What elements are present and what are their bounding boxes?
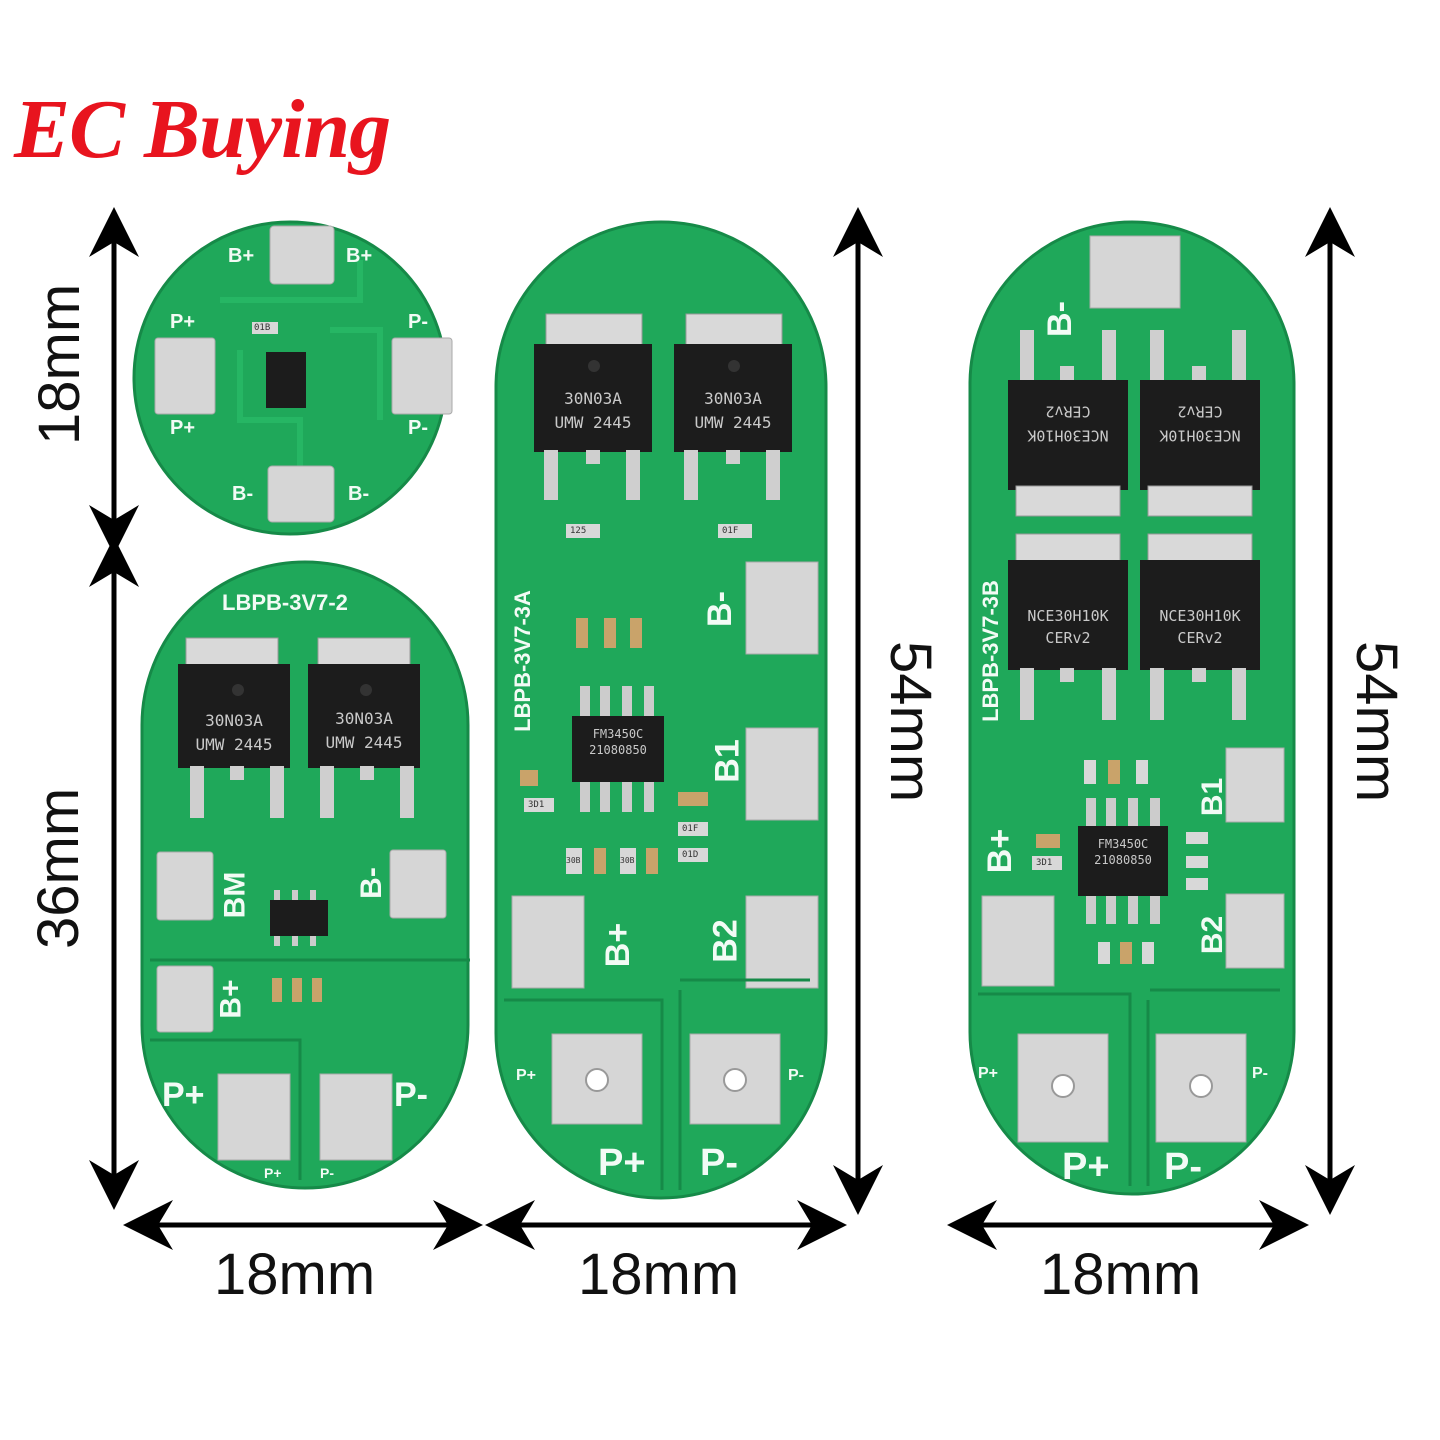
board3b-res1: 3D1 xyxy=(1036,858,1053,868)
board3a-res1: 125 xyxy=(570,526,587,536)
board2-label-p-plus-small: P+ xyxy=(264,1165,282,1181)
board3b-mosfet-bot2-line1: NCE30H10K xyxy=(1159,607,1241,625)
board-round xyxy=(132,220,453,536)
board3a-label-b2: B2 xyxy=(706,919,745,963)
board2-label-bm: BM xyxy=(218,871,252,919)
board3a-label-p-minus: P- xyxy=(700,1142,738,1184)
dim-width-2: 18mm xyxy=(578,1242,740,1307)
board3a-mosfet2-line2: UMW 2445 xyxy=(694,413,772,432)
dim-width-1: 18mm xyxy=(214,1242,376,1307)
pad-b-minus xyxy=(267,465,335,523)
board3a-mosfet1-line1: 30N03A xyxy=(564,389,622,408)
board2-label-p-minus-small: P- xyxy=(320,1165,334,1181)
board3a-label-p-plus-small: P+ xyxy=(516,1067,537,1084)
board3b-mosfet-bot1-line1: NCE30H10K xyxy=(1027,607,1109,625)
board2-mosfet1-line2: UMW 2445 xyxy=(195,735,273,754)
board3b-model: LBPB-3V7-3B xyxy=(977,580,1003,722)
board2-label-b-plus: B+ xyxy=(214,979,248,1019)
board3a-res5: 01D xyxy=(682,850,699,860)
board3a-label-b1: B1 xyxy=(708,739,747,783)
board3b-ic-line2: 21080850 xyxy=(1094,853,1152,867)
round-label-p-minus-br: P- xyxy=(408,417,428,439)
pad-p-minus xyxy=(391,337,453,415)
board2-label-b-minus: B- xyxy=(354,867,388,899)
board3b-label-p-minus-small: P- xyxy=(1252,1065,1268,1082)
board3b-label-b1: B1 xyxy=(1196,777,1230,817)
board-3b xyxy=(968,220,1296,1196)
round-label-p-plus-tl: P+ xyxy=(170,311,196,333)
board3a-label-b-minus: B- xyxy=(700,591,739,627)
board3b-label-b-minus: B- xyxy=(1040,301,1079,337)
board3b-ic-line1: FM3450C xyxy=(1097,837,1149,851)
round-label-b-plus-r: B+ xyxy=(346,245,373,267)
round-label-p-plus-bl: P+ xyxy=(170,417,196,439)
board2-label-p-minus: P- xyxy=(394,1076,428,1114)
board3a-res6: 30B xyxy=(566,856,581,865)
pad-p-plus xyxy=(154,337,216,415)
board3b-label-b2: B2 xyxy=(1196,915,1230,955)
board3b-mosfet-bot2-line2: CERv2 xyxy=(1177,629,1223,647)
board2-mosfet2-line2: UMW 2445 xyxy=(325,733,403,752)
board3a-res7: 30B xyxy=(620,856,635,865)
board2-mosfet2-line1: 30N03A xyxy=(335,709,393,728)
board3b-mosfet-top1-line2: CERv2 xyxy=(1045,402,1091,421)
board3b-mosfet-top2-line1: NCE30H10K xyxy=(1159,426,1241,445)
board3b-mosfet-top2-line2: CERv2 xyxy=(1177,402,1223,421)
board3a-res3: 3D1 xyxy=(528,800,545,810)
board3a-res2: 01F xyxy=(722,526,739,536)
board3b-label-p-plus-small: P+ xyxy=(978,1065,999,1082)
round-label-p-minus-tr: P- xyxy=(408,311,428,333)
board3b-label-b-plus: B+ xyxy=(981,828,1020,874)
board3a-mosfet2-line1: 30N03A xyxy=(704,389,762,408)
board-2 xyxy=(140,560,470,1190)
brand-logo: EC Buying xyxy=(14,83,391,176)
dim-width-3: 18mm xyxy=(1040,1242,1202,1307)
ic-sot xyxy=(266,352,306,408)
board3b-mosfet-bot1-line2: CERv2 xyxy=(1045,629,1091,647)
board3a-label-b-plus: B+ xyxy=(599,922,638,968)
round-label-b-plus-l: B+ xyxy=(228,245,255,267)
board3b-label-p-minus: P- xyxy=(1164,1146,1202,1188)
board3b-label-p-plus: P+ xyxy=(1062,1146,1110,1188)
board2-label-p-plus: P+ xyxy=(162,1076,205,1114)
board2-mosfet1-line1: 30N03A xyxy=(205,711,263,730)
board3a-label-p-minus-small: P- xyxy=(788,1067,804,1084)
board3a-ic-line2: 21080850 xyxy=(589,743,647,757)
board3b-mosfet-top1-line1: NCE30H10K xyxy=(1027,426,1109,445)
board3a-label-p-plus: P+ xyxy=(598,1142,646,1184)
round-label-b-minus-l: B- xyxy=(232,483,254,505)
round-resistor-label: 01B xyxy=(254,323,271,333)
board2-model: LBPB-3V7-2 xyxy=(222,590,348,615)
board3a-mosfet1-line2: UMW 2445 xyxy=(554,413,632,432)
board3a-model: LBPB-3V7-3A xyxy=(509,590,535,732)
board3a-res4: 01F xyxy=(682,824,699,834)
round-label-b-minus-r: B- xyxy=(348,483,370,505)
pad-b-plus xyxy=(269,225,335,285)
board-3a xyxy=(494,220,828,1200)
board3a-ic-line1: FM3450C xyxy=(592,727,644,741)
